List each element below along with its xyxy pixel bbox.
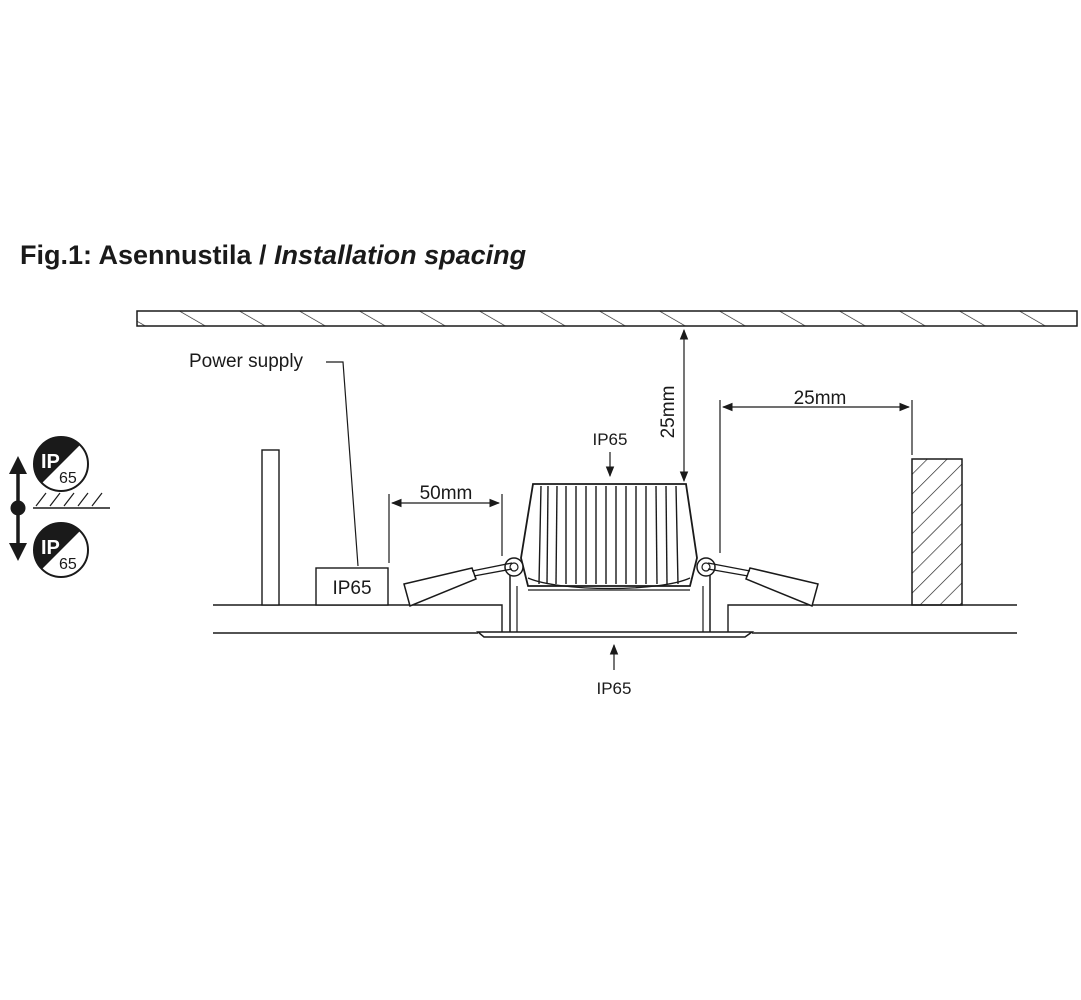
ceiling-slab [136,310,1078,327]
ip-legend: IP 65 IP 65 [9,436,110,578]
left-spring-clip [403,562,513,608]
dimension-right-label: 25mm [794,388,847,409]
ip-badge-lower-ip: IP [41,537,60,559]
right-spring-clip [707,562,819,608]
figure-title: Fig.1: Asennustila / Installation spacin… [20,240,526,271]
left-obstacle [261,449,280,606]
figure-title-italic: Installation spacing [274,240,527,270]
psu-rating-label: IP65 [332,578,371,599]
ip-badge-upper-num: 65 [59,470,77,487]
dimension-side [388,494,503,563]
ceiling-board [213,604,1017,634]
power-supply-label: Power supply [189,351,304,372]
dimension-right [719,400,913,553]
dimension-top-label: 25mm [658,386,679,439]
power-supply-box: IP65 [315,567,389,606]
right-obstacle [911,458,963,606]
ip-badge-lower: IP 65 [33,522,89,578]
luminaire [475,483,755,638]
figure-title-prefix: Fig.1: Asennustila / [20,240,275,270]
power-supply-leader [326,361,359,567]
ip-badge-lower-num: 65 [59,556,77,573]
dimension-side-label: 50mm [420,483,473,504]
top-rating-label: IP65 [593,430,628,449]
ip-badge-upper-ip: IP [41,451,60,473]
bottom-rating-label: IP65 [597,679,632,698]
ip-badge-upper: IP 65 [33,436,89,492]
